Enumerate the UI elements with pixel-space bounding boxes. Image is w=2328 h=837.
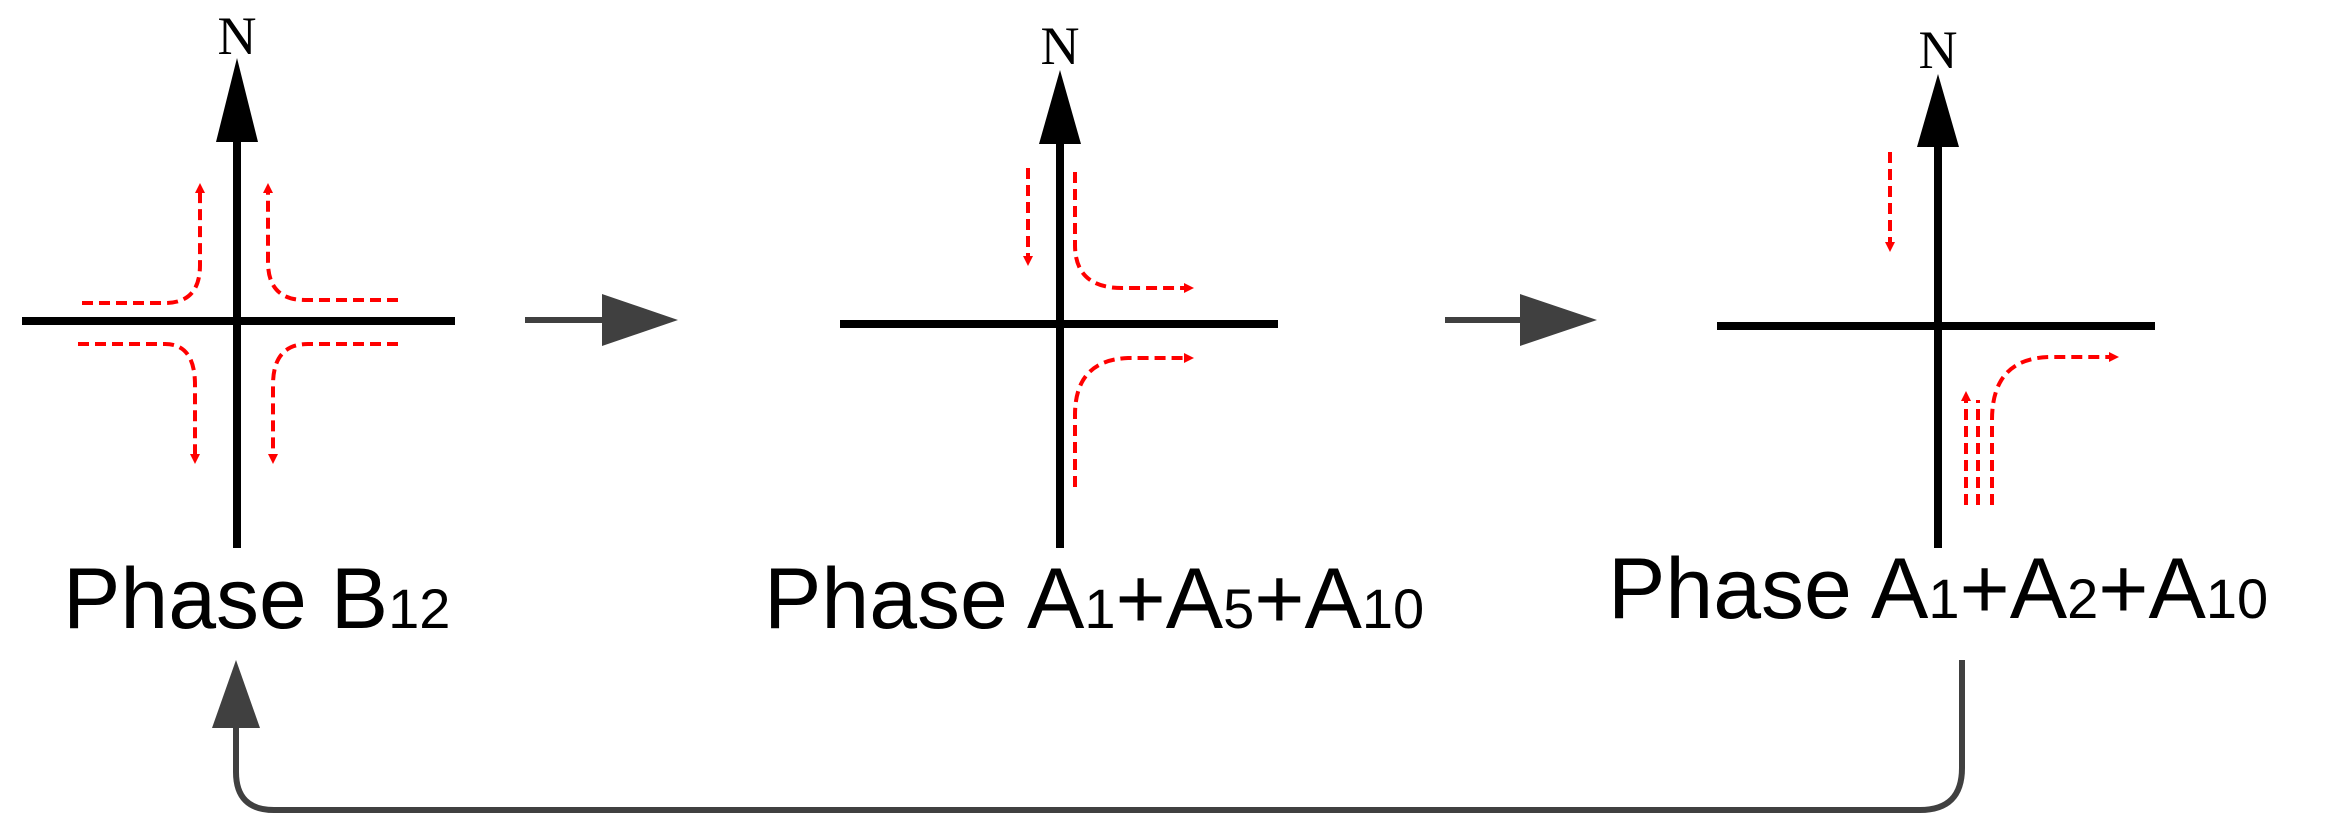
- north-arrow-icon: [1039, 70, 1081, 144]
- phase-a1-a5-a10-intersection: N: [840, 16, 1278, 548]
- return-loop-arrow: [212, 660, 1965, 813]
- north-label: N: [218, 6, 257, 66]
- north-label: N: [1919, 20, 1958, 80]
- phase-a1-a2-a10-label-sub-1: 1: [1928, 567, 1959, 630]
- phase-b12-label-base: Phase B: [63, 551, 388, 647]
- north-label: N: [1041, 16, 1080, 76]
- phase-a1-a2-a10-label: Phase A1+A2+A10: [1608, 541, 2268, 637]
- return-loop-arrowhead: [212, 660, 260, 728]
- phase-a1-a5-a10-label-base-2: A: [1166, 551, 1224, 647]
- phase-b12-label: Phase B12: [63, 551, 450, 647]
- phase-a1-a2-a10-group: N Phase A1+A2+A10: [1608, 20, 2268, 637]
- sequence-arrow-2: [1445, 294, 1597, 346]
- phase-a1-a2-a10-intersection: N: [1717, 20, 2155, 548]
- phase-a1-a5-a10-label-joiner-2: +: [1254, 551, 1304, 647]
- north-arrow-icon: [1917, 74, 1959, 147]
- phase-b12-label-sub: 12: [388, 577, 450, 640]
- phase-a1-a5-a10-label-joiner-1: +: [1116, 551, 1166, 647]
- movement-left-turn-northbound-1: [82, 183, 205, 305]
- phase-a1-a5-a10-label-sub-1: 1: [1084, 577, 1115, 640]
- phase-a1-a5-a10-label: Phase A1+A5+A10: [764, 551, 1424, 647]
- phase-a1-a5-a10-label-sub-3: 10: [1362, 577, 1424, 640]
- movement-left-turn-southbound-1: [78, 342, 200, 464]
- sequence-arrow-1: [525, 294, 678, 346]
- phase-a1-a5-a10-label-sub-2: 5: [1223, 577, 1254, 640]
- phase-b12-group: N Phase B12: [22, 6, 455, 647]
- phase-a1-a5-a10-label-base-3: A: [1305, 551, 1363, 647]
- phase-a1-a5-a10-label-base: Phase A: [764, 551, 1085, 647]
- movement-southbound-left-turn: [1073, 172, 1194, 293]
- phase-a1-a2-a10-label-joiner-2: +: [2098, 541, 2148, 637]
- sequence-arrows: [212, 294, 1965, 813]
- sequence-arrowhead-2: [1520, 294, 1597, 346]
- phase-a1-a2-a10-label-sub-3: 10: [2206, 567, 2268, 630]
- phase-a1-a2-a10-movements: [1885, 152, 2119, 505]
- phase-a1-a2-a10-label-joiner-1: +: [1960, 541, 2010, 637]
- phase-b12-movements: [78, 183, 398, 464]
- phase-a1-a2-a10-label-base-2: A: [2010, 541, 2068, 637]
- phase-b12-intersection: N: [22, 6, 455, 548]
- movement-left-turn-southbound-2: [268, 342, 398, 464]
- phase-a1-a2-a10-label-base: Phase A: [1608, 541, 1929, 637]
- sequence-arrowhead-1: [602, 294, 678, 346]
- movement-left-turn-northbound-2: [263, 183, 398, 302]
- phase-a1-a2-a10-label-sub-2: 2: [2067, 567, 2098, 630]
- movement-northbound-right-turn: [1990, 352, 2119, 505]
- phase-a1-a2-a10-label-base-3: A: [2149, 541, 2207, 637]
- phase-a1-a5-a10-movements: [1023, 168, 1194, 487]
- phase-a1-a5-a10-group: N Phase A1+A5+A10: [764, 16, 1424, 647]
- north-arrow-icon: [216, 58, 258, 142]
- movement-northbound-right-turn: [1073, 353, 1194, 487]
